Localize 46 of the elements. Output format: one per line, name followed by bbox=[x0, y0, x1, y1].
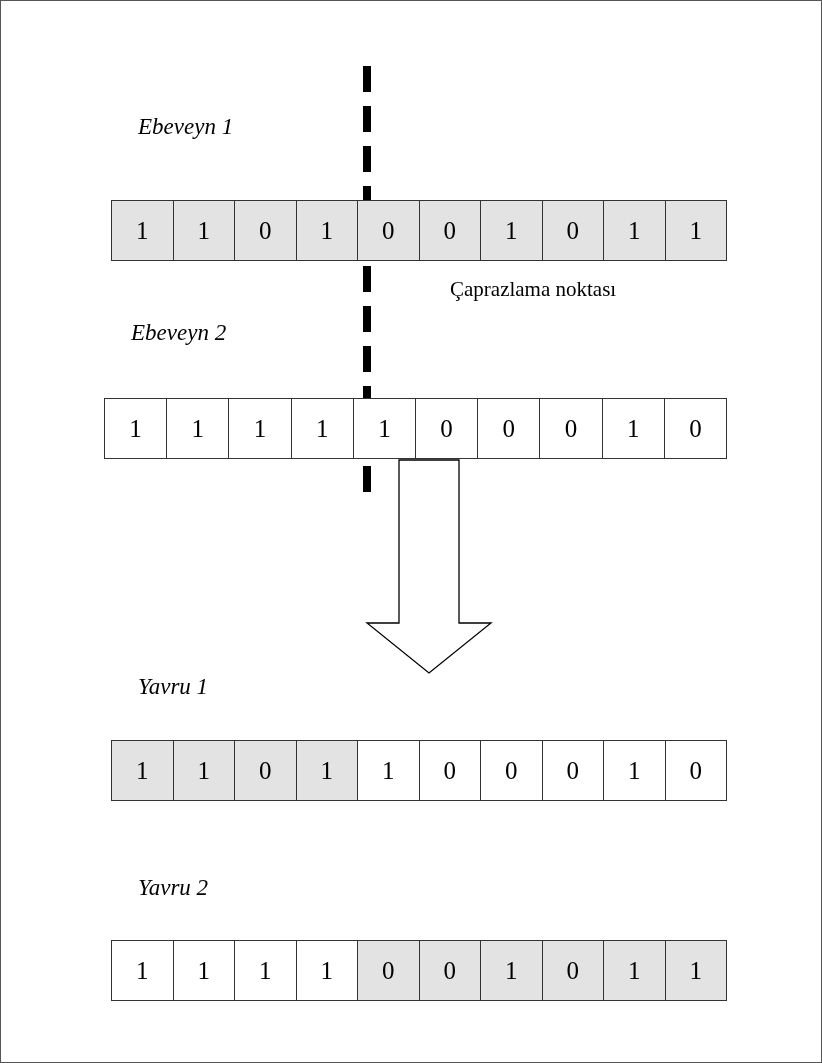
gene-cell: 0 bbox=[418, 200, 481, 261]
gene-cell: 0 bbox=[477, 398, 541, 459]
gene-cell: 0 bbox=[234, 200, 297, 261]
gene-cell: 0 bbox=[418, 940, 481, 1001]
gene-cell: 1 bbox=[603, 940, 666, 1001]
gene-cell: 1 bbox=[111, 740, 174, 801]
gene-cell: 0 bbox=[541, 200, 604, 261]
gene-cell: 1 bbox=[228, 398, 292, 459]
gene-cell: 1 bbox=[172, 940, 235, 1001]
row-heading: Ebeveyn 2 bbox=[131, 320, 227, 346]
gene-cell: 0 bbox=[663, 398, 727, 459]
gene-cell: 1 bbox=[234, 940, 297, 1001]
gene-cell: 0 bbox=[664, 740, 727, 801]
block-arrow bbox=[365, 459, 493, 674]
gene-cell: 1 bbox=[603, 200, 666, 261]
gene-cell: 1 bbox=[357, 740, 420, 801]
gene-cell: 1 bbox=[111, 200, 174, 261]
gene-cell: 0 bbox=[480, 740, 543, 801]
gene-cell: 1 bbox=[172, 740, 235, 801]
gene-cell: 1 bbox=[664, 940, 727, 1001]
crossover-point-label: Çaprazlama noktası bbox=[450, 277, 617, 302]
gene-cell: 0 bbox=[541, 740, 604, 801]
gene-cell: 1 bbox=[104, 398, 168, 459]
gene-cell: 1 bbox=[295, 200, 358, 261]
gene-cell: 0 bbox=[539, 398, 603, 459]
gene-cell: 1 bbox=[111, 940, 174, 1001]
gene-cell: 0 bbox=[418, 740, 481, 801]
gene-cell: 1 bbox=[601, 398, 665, 459]
gene-cell: 1 bbox=[480, 940, 543, 1001]
gene-cell: 0 bbox=[357, 940, 420, 1001]
gene-cell: 1 bbox=[172, 200, 235, 261]
row-heading: Yavru 1 bbox=[138, 674, 209, 700]
gene-cell: 1 bbox=[295, 940, 358, 1001]
gene-cell: 1 bbox=[290, 398, 354, 459]
gene-cell: 0 bbox=[357, 200, 420, 261]
gene-cell: 1 bbox=[295, 740, 358, 801]
gene-cell: 0 bbox=[234, 740, 297, 801]
gene-cell: 0 bbox=[541, 940, 604, 1001]
gene-cell: 0 bbox=[415, 398, 479, 459]
gene-cell: 1 bbox=[352, 398, 416, 459]
gene-cell: 1 bbox=[603, 740, 666, 801]
row-heading: Ebeveyn 1 bbox=[138, 114, 234, 140]
row-heading: Yavru 2 bbox=[138, 875, 209, 901]
gene-cell: 1 bbox=[664, 200, 727, 261]
gene-cell: 1 bbox=[480, 200, 543, 261]
gene-cell: 1 bbox=[166, 398, 230, 459]
